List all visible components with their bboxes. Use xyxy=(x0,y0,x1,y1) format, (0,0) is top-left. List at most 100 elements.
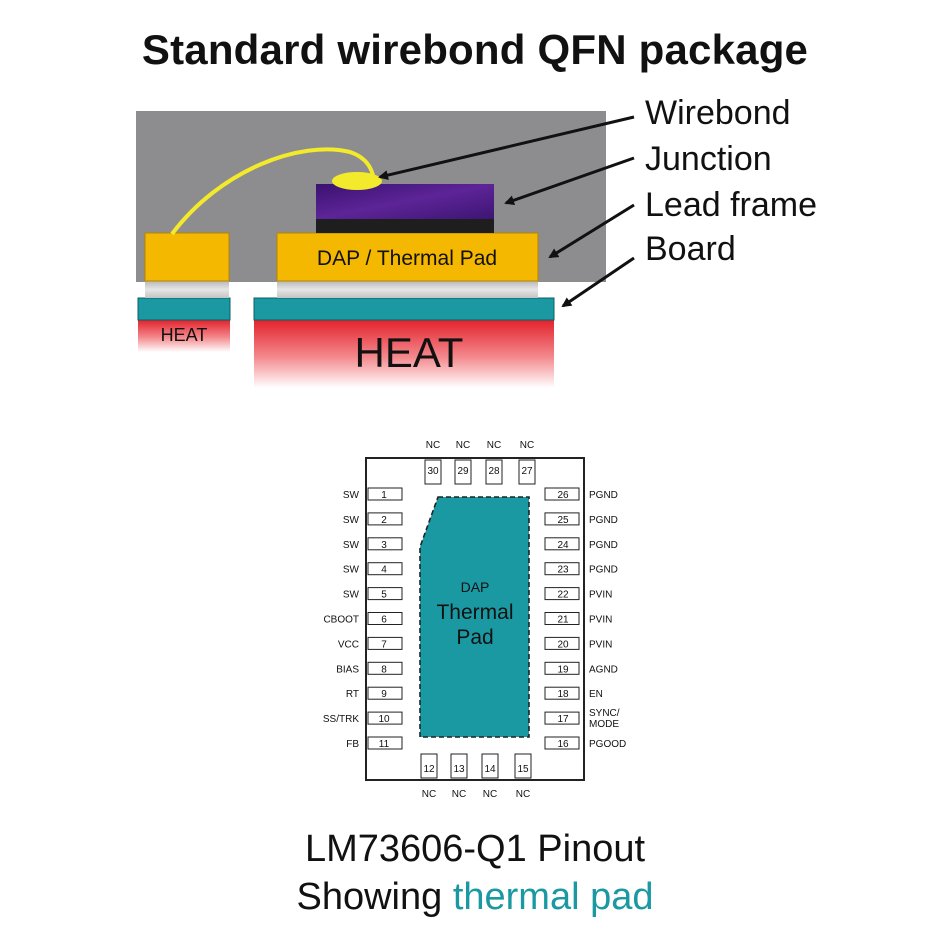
pin-box-28 xyxy=(485,459,503,485)
pins-layer: 1SW2SW3SW4SW5SW6CBOOT7VCC8BIAS9RT10SS/TR… xyxy=(323,440,626,800)
heat-zone-small xyxy=(138,320,230,352)
pin-box-11 xyxy=(367,736,403,750)
pin-number-22: 22 xyxy=(557,590,569,601)
pin-name-28: NC xyxy=(487,440,501,451)
pin-box-24 xyxy=(544,537,580,551)
pin-box-1 xyxy=(367,487,403,501)
wirebond-ball xyxy=(332,172,382,190)
page-title: Standard wirebond QFN package xyxy=(141,26,809,73)
pin-box-10 xyxy=(367,711,403,725)
pin-number-24: 24 xyxy=(557,540,569,551)
pin-box-12 xyxy=(420,753,438,779)
pin-number-13: 13 xyxy=(453,764,465,775)
pin-number-28: 28 xyxy=(488,466,500,477)
pin-number-1: 1 xyxy=(381,490,387,501)
pin-name-15: NC xyxy=(516,789,530,800)
pin-number-23: 23 xyxy=(557,565,569,576)
heat-zone-large xyxy=(254,320,554,388)
pin-name-6: CBOOT xyxy=(323,615,359,626)
solder-layer-large xyxy=(277,281,538,298)
pin-name-2: SW xyxy=(343,515,360,526)
pin-box-4 xyxy=(367,562,403,576)
pin-number-16: 16 xyxy=(557,739,569,750)
pin-name-8: BIAS xyxy=(336,664,359,675)
pin-box-23 xyxy=(544,562,580,576)
caption-subtitle: Showing thermal pad xyxy=(0,876,950,919)
board-strip-small xyxy=(137,297,231,321)
caption-prefix: Showing xyxy=(296,876,453,918)
pin-name-12: NC xyxy=(422,789,436,800)
pin-name-13: NC xyxy=(452,789,466,800)
thermal-pad-label-dap: DAP xyxy=(461,579,490,595)
pin-number-9: 9 xyxy=(381,689,387,700)
pin-number-7: 7 xyxy=(381,639,387,650)
die-attach xyxy=(316,219,494,233)
pin-box-19 xyxy=(544,661,580,675)
pin-box-27 xyxy=(518,459,536,485)
pin-name-9: RT xyxy=(346,689,359,700)
solder-layer-small xyxy=(145,281,229,298)
pin-number-19: 19 xyxy=(557,664,569,675)
wirebond-arrow xyxy=(378,115,635,181)
pin-number-29: 29 xyxy=(457,466,469,477)
callout-wirebond: Wirebond xyxy=(645,94,791,132)
pin-box-26 xyxy=(544,487,580,501)
pin-name-25: PGND xyxy=(589,515,618,526)
pad-label: DAP / Thermal Pad xyxy=(317,247,497,270)
pin-name-30: NC xyxy=(426,440,440,451)
junction-arrow xyxy=(504,156,635,206)
pin-name-7: VCC xyxy=(338,639,359,650)
pin-name-14: NC xyxy=(483,789,497,800)
callout-board: Board xyxy=(645,230,736,268)
pin-number-6: 6 xyxy=(381,615,387,626)
pin-number-2: 2 xyxy=(381,515,387,526)
pin-number-10: 10 xyxy=(378,714,390,725)
pin-box-8 xyxy=(367,661,403,675)
pin-name-17-line0: SYNC/ xyxy=(589,708,620,719)
pin-name-1: SW xyxy=(343,490,360,501)
thermal-pad xyxy=(419,496,530,738)
thermal-pad-label-thermal: Thermal xyxy=(436,601,513,624)
junction-die xyxy=(316,184,494,219)
callout-lead-frame: Lead frame xyxy=(645,186,817,224)
pin-number-25: 25 xyxy=(557,515,569,526)
pin-number-20: 20 xyxy=(557,639,569,650)
pin-box-14 xyxy=(481,753,499,779)
pin-number-5: 5 xyxy=(381,590,387,601)
pin-box-17 xyxy=(544,711,580,725)
callout-junction: Junction xyxy=(645,140,772,178)
pin-box-16 xyxy=(544,736,580,750)
pin-number-4: 4 xyxy=(381,565,387,576)
pin-box-15 xyxy=(514,753,532,779)
pin-box-20 xyxy=(544,636,580,650)
pin-name-11: FB xyxy=(346,739,359,750)
pin-number-26: 26 xyxy=(557,490,569,501)
pin-name-23: PGND xyxy=(589,565,618,576)
pin-name-24: PGND xyxy=(589,540,618,551)
pin-number-14: 14 xyxy=(484,764,496,775)
caption-accent: thermal pad xyxy=(452,876,654,918)
pin-box-25 xyxy=(544,512,580,526)
pin-box-18 xyxy=(544,686,580,700)
pin-box-21 xyxy=(544,612,580,625)
pin-name-3: SW xyxy=(343,540,360,551)
board-arrow xyxy=(561,256,635,308)
lead-frame-small xyxy=(144,232,230,282)
pin-name-20: PVIN xyxy=(589,639,612,650)
pin-box-7 xyxy=(367,636,403,650)
pin-box-9 xyxy=(367,686,403,700)
pin-name-27: NC xyxy=(520,440,534,451)
pin-name-17-line1: MODE xyxy=(589,719,619,730)
pin-box-22 xyxy=(544,587,580,601)
pin-name-10: SS/TRK xyxy=(323,714,359,725)
pin-number-15: 15 xyxy=(517,764,529,775)
pin-number-30: 30 xyxy=(427,466,439,477)
pin-number-27: 27 xyxy=(521,466,533,477)
pin-box-2 xyxy=(367,512,403,526)
pin-name-26: PGND xyxy=(589,490,618,501)
pin-name-29: NC xyxy=(456,440,470,451)
pin-name-21: PVIN xyxy=(589,615,612,626)
pin-name-4: SW xyxy=(343,565,360,576)
pin-number-11: 11 xyxy=(379,739,390,750)
